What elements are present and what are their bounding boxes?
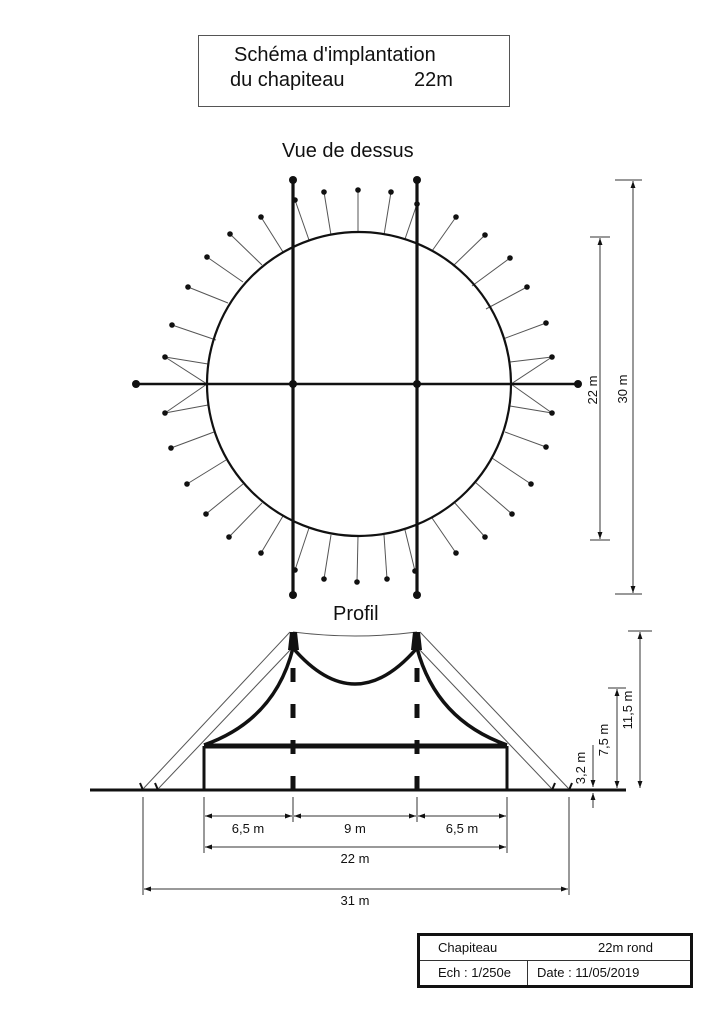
profile-title: Profil	[333, 603, 379, 625]
pole-anchors	[132, 176, 582, 599]
title-size: 22m	[414, 69, 453, 91]
dim-label-22m: 22 m	[585, 376, 600, 405]
dim-label-wall-height: 3,2 m	[573, 752, 588, 785]
cartouche-name: Chapiteau	[438, 940, 498, 955]
title-block: Schéma d'implantation du chapiteau 22m	[198, 35, 510, 107]
dim-label-30m: 30 m	[615, 375, 630, 404]
dim-label-right-bay: 6,5 m	[446, 821, 479, 836]
cartouche-date: Date : 11/05/2019	[537, 965, 640, 980]
horizontal-dimensions	[142, 797, 570, 895]
dim-label-eave-height: 7,5 m	[596, 724, 611, 757]
roof-outline	[203, 646, 508, 747]
dim-label-left-bay: 6,5 m	[232, 821, 265, 836]
cartouche-row-2: Ech : 1/250e Date : 11/05/2019	[420, 961, 690, 985]
stakes	[162, 187, 555, 585]
pole-head-left	[288, 632, 299, 650]
dim-label-center-bay: 9 m	[344, 821, 366, 836]
guy-lines	[164, 190, 553, 583]
dim-30m-vertical	[615, 179, 642, 595]
cartouche-divider	[527, 961, 528, 985]
cartouche-scale: Ech : 1/250e	[438, 965, 511, 980]
title-line-1: Schéma d'implantation	[234, 44, 436, 66]
cartouche-type: 22m rond	[598, 940, 653, 955]
top-view: 22 m 30 m	[132, 176, 642, 599]
dim-label-tent-width: 22 m	[341, 851, 370, 866]
profile-stakes	[139, 782, 573, 791]
vertical-dimensions	[590, 630, 652, 808]
dim-label-total-width: 31 m	[341, 893, 370, 908]
top-view-title: Vue de dessus	[282, 140, 414, 162]
dim-label-total-height: 11,5 m	[620, 691, 635, 730]
profile-guy-lines	[142, 631, 570, 790]
dim-22m-vertical	[590, 236, 610, 541]
title-line-2: du chapiteau	[230, 69, 345, 91]
cartouche-row-1: Chapiteau 22m rond	[420, 936, 690, 961]
pole-head-right	[411, 632, 422, 650]
cartouche: Chapiteau 22m rond Ech : 1/250e Date : 1…	[417, 933, 693, 988]
profile-view: 6,5 m 9 m 6,5 m 22 m 31 m 3,2 m 7,5 m 11…	[90, 630, 652, 908]
